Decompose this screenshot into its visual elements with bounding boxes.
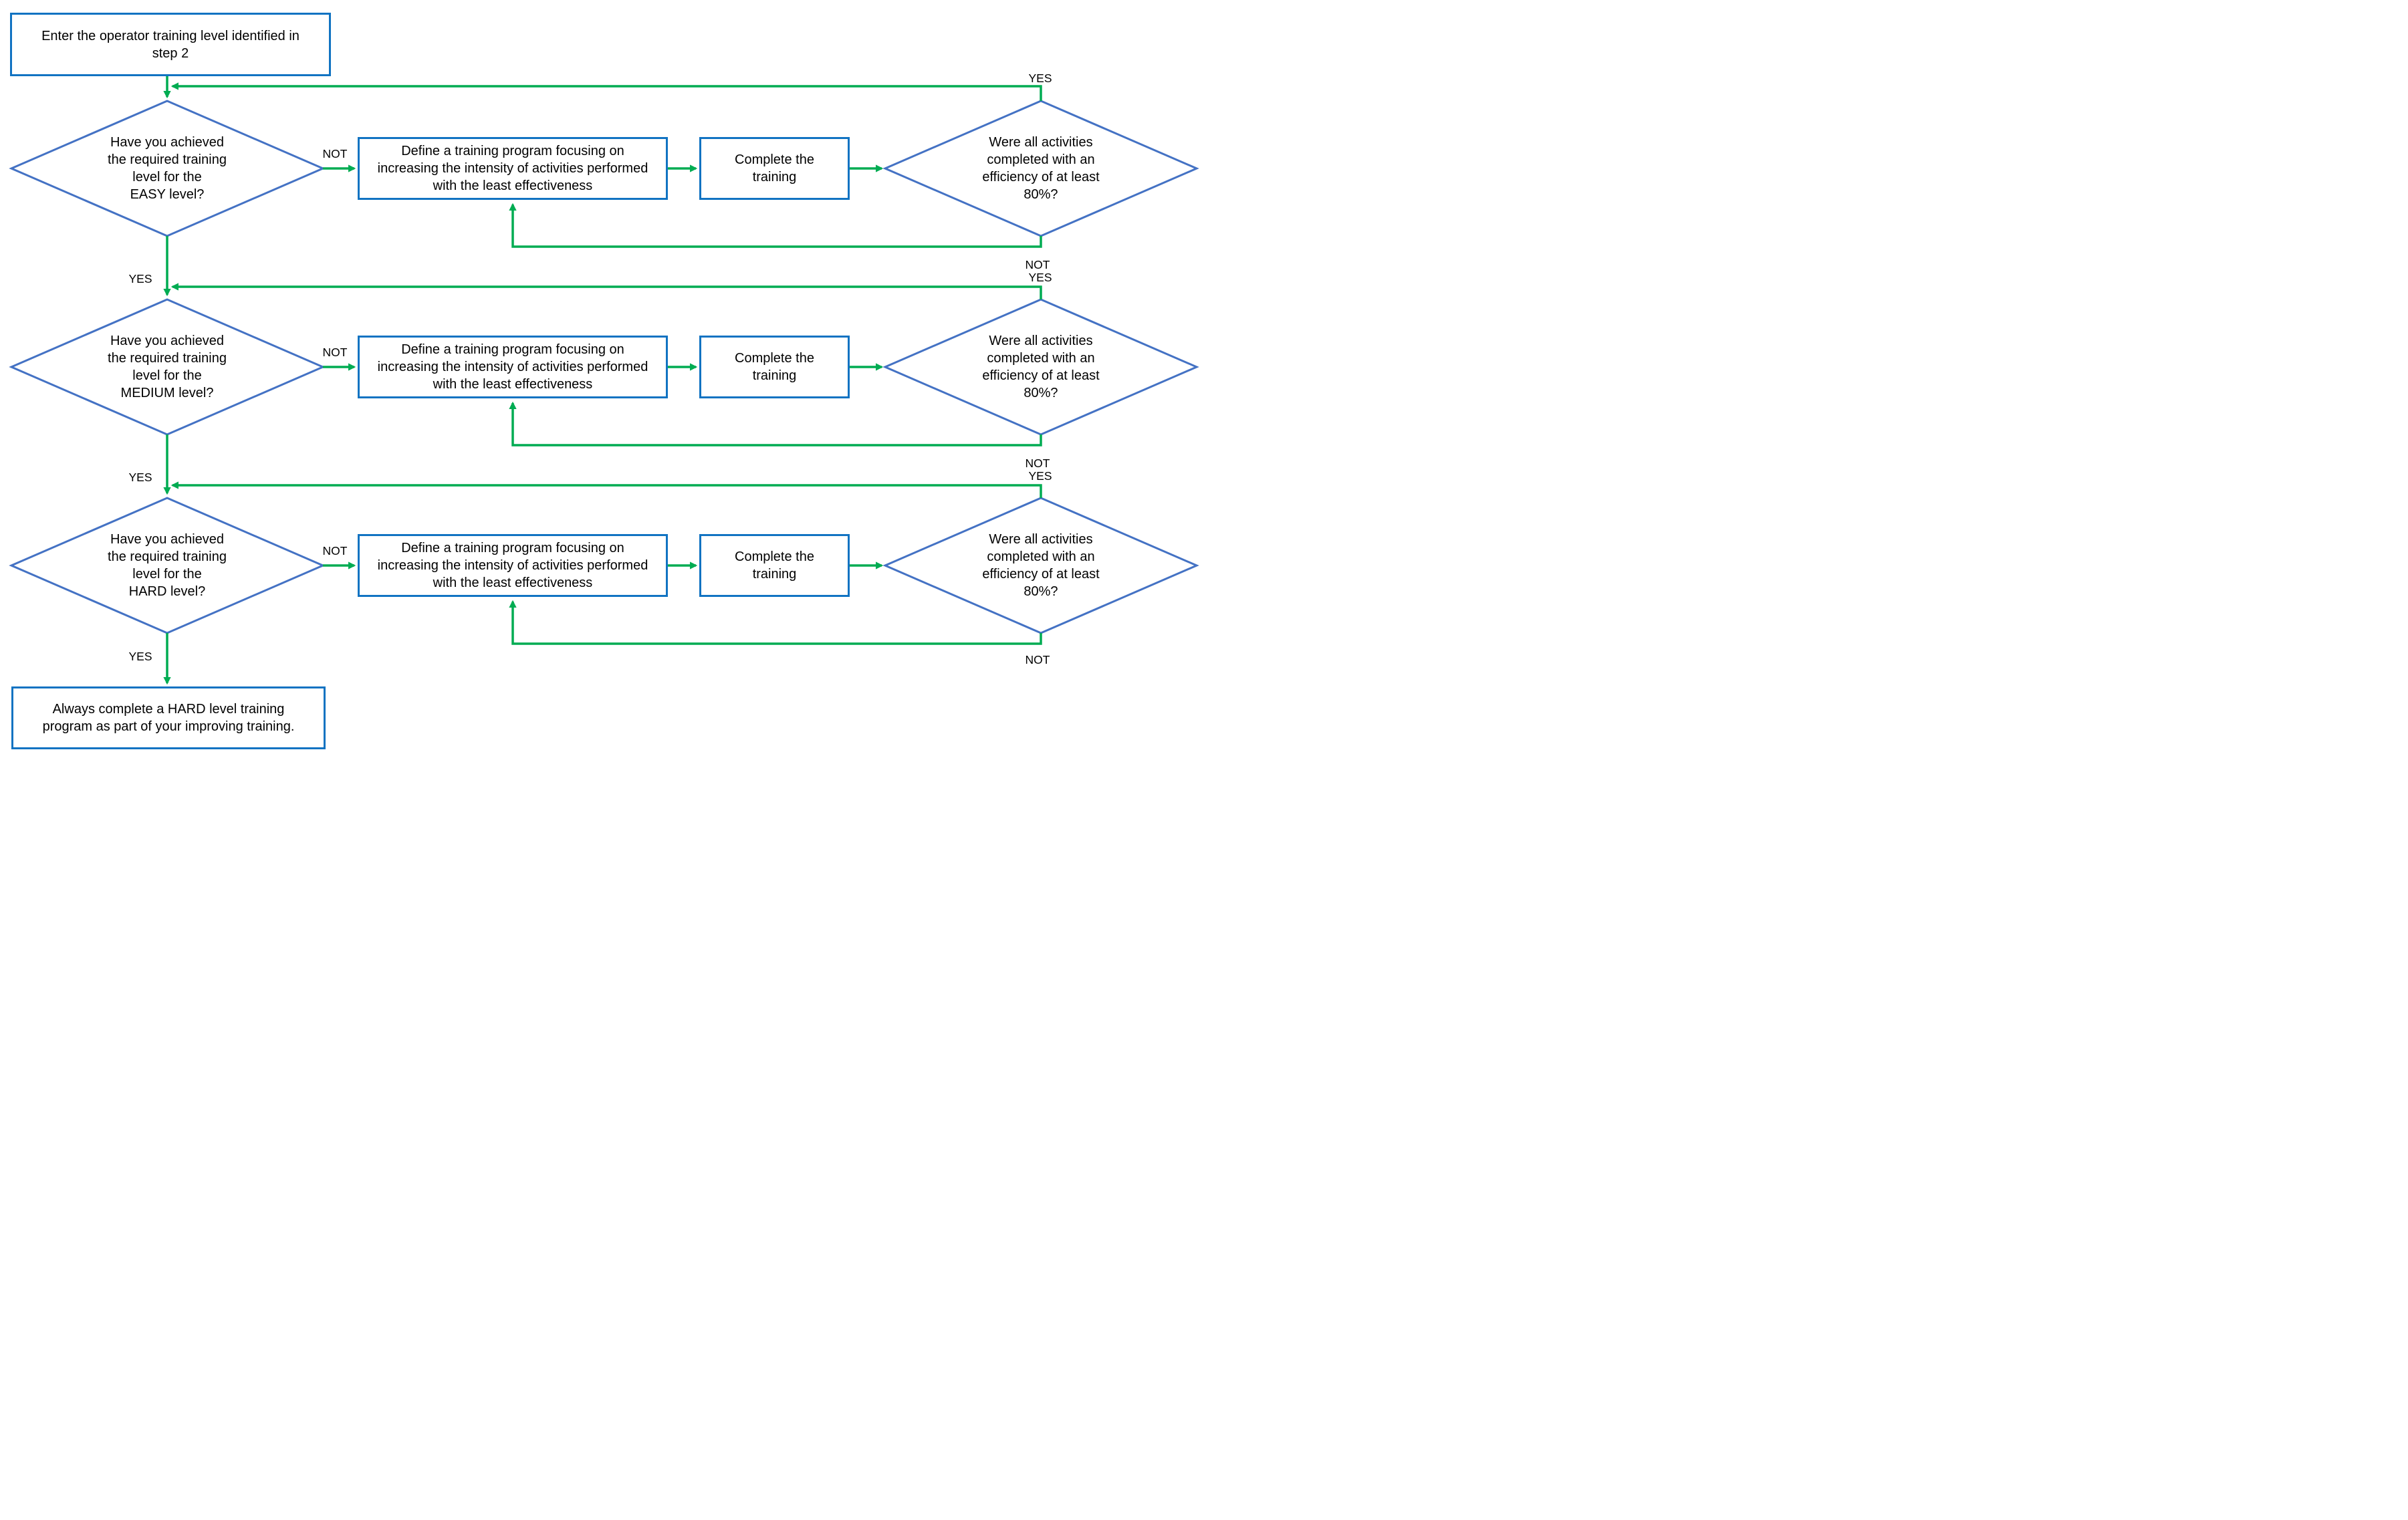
- complete-training-node-medium: Complete the training: [699, 336, 850, 398]
- define-program-node-hard: Define a training program focusing on in…: [358, 534, 668, 597]
- define-program-node-medium: Define a training program focusing on in…: [358, 336, 668, 398]
- decision-level-easy-text: Have you achieved the required training …: [108, 135, 227, 202]
- label-yes-check-hard: YES: [1028, 469, 1052, 483]
- define-program-node-easy: Define a training program focusing on in…: [358, 137, 668, 200]
- complete-training-node-hard: Complete the training: [699, 534, 850, 597]
- label-yes-medium: YES: [128, 471, 152, 484]
- edge-check1-yes-loop: [170, 82, 1042, 101]
- label-not-hard: NOT: [322, 544, 348, 557]
- label-yes-check-medium: YES: [1028, 271, 1052, 284]
- start-node: Enter the operator training level identi…: [10, 13, 331, 76]
- label-not-easy: NOT: [322, 147, 348, 160]
- edge-check3-yes-loop: [170, 481, 1042, 498]
- decision-level-hard-text: Have you achieved the required training …: [108, 532, 227, 599]
- edge-check2-yes-loop: [170, 283, 1042, 299]
- label-yes-easy: YES: [128, 272, 152, 285]
- edge-check1-not-loop: [509, 203, 1042, 248]
- label-yes-hard: YES: [128, 650, 152, 663]
- label-not-check-medium: NOT: [1025, 457, 1050, 470]
- final-node: Always complete a HARD level training pr…: [11, 686, 326, 749]
- label-not-check-easy: NOT: [1025, 258, 1050, 271]
- decision-check-easy-text: Were all activities completed with an ef…: [982, 135, 1100, 202]
- diamond-check-easy: [882, 100, 1199, 237]
- label-not-medium: NOT: [322, 346, 348, 359]
- flowchart-canvas: Enter the operator training level identi…: [0, 0, 1204, 760]
- complete-training-node-easy: Complete the training: [699, 137, 850, 200]
- edge-check3-not-loop: [509, 600, 1042, 645]
- edge-check2-not-loop: [509, 401, 1042, 447]
- label-yes-check-easy: YES: [1028, 72, 1052, 85]
- decision-level-medium-text: Have you achieved the required training …: [108, 334, 227, 400]
- decision-check-medium-text: Were all activities completed with an ef…: [982, 334, 1100, 400]
- decision-check-hard-text: Were all activities completed with an ef…: [982, 532, 1100, 599]
- diamond-check-medium: [882, 298, 1199, 436]
- connector-layer: [9, 76, 1199, 685]
- diamond-check-hard: [882, 497, 1199, 634]
- label-not-check-hard: NOT: [1025, 653, 1050, 666]
